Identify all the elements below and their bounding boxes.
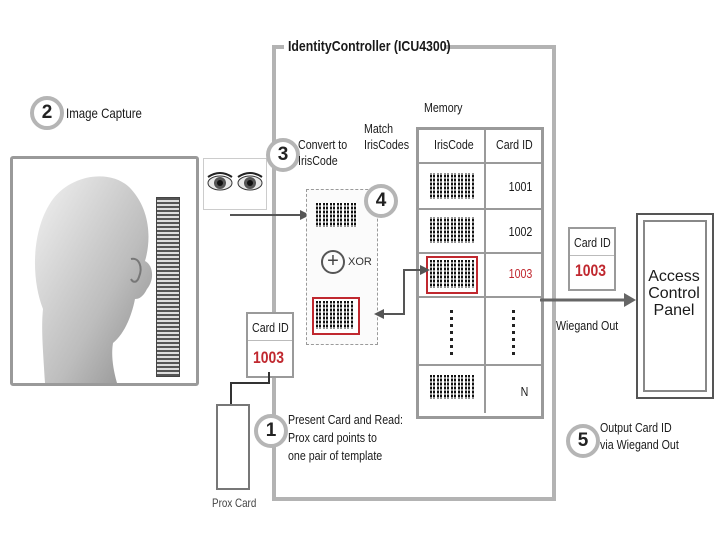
memory-col-cardid: Card ID [496,137,533,152]
step-1-circle: 1 [254,414,288,448]
memory-row-divider [416,208,541,210]
wiegand-label: Wiegand Out [556,318,619,333]
step-3-label-line1: Convert to [298,137,348,152]
step-1-label-line1: Present Card and Read: [288,412,403,427]
acp-line3: Panel [653,302,695,319]
step-2-label: Image Capture [66,105,142,121]
memory-row-divider [416,364,541,366]
acp-line2: Control [648,285,700,302]
memory-cardid-n: N [520,384,529,399]
prox-card-label: Prox Card [212,496,257,510]
card-id-box-right: Card ID 1003 [568,227,616,291]
access-control-panel-label: Access Control Panel [636,268,712,319]
step-1-label-line3: one pair of template [288,448,383,463]
xor-plus-icon: + [321,250,345,274]
iris-camera-device [156,197,180,377]
step-5-label-line1: Output Card ID [600,420,672,435]
controller-frame [272,45,556,501]
memory-row-divider [416,252,541,254]
memory-cardid-3: 1003 [508,266,533,281]
memory-row-highlight [426,256,478,294]
memory-row-divider [416,296,541,298]
memory-cardid-1: 1001 [508,179,533,194]
head-silhouette-icon [34,176,153,383]
step-4-label-line1: Match [364,121,394,136]
memory-ellipsis [512,310,515,356]
card-id-box-left: Card ID 1003 [246,312,294,378]
step-5-label-line2: via Wiegand Out [600,437,679,452]
access-control-panel [636,213,714,399]
controller-frame-top-right [444,45,552,49]
xor-label: XOR [348,256,372,268]
prox-card [216,404,250,490]
step-1-label-line2: Prox card points to [288,430,377,445]
memory-ellipsis [450,310,453,356]
memory-title: Memory [424,100,463,115]
eye-icon [237,172,263,191]
card-id-label-right: Card ID [574,235,611,250]
step-3-label-line2: IrisCode [298,153,338,168]
prox-card-connector [230,382,232,406]
memory-cardid-2: 1002 [508,224,533,239]
eye-icon [207,172,233,191]
wiegand-arrow [540,293,636,307]
card-id-value-right: 1003 [575,261,607,280]
acp-line1: Access [648,268,700,285]
controller-title: IdentityController (ICU4300) [288,38,451,55]
card-id-label-left: Card ID [252,320,289,335]
memory-row-divider [416,162,541,164]
card-id-value-left: 1003 [253,348,285,367]
lookup-arrow [374,265,430,319]
convert-arrow [230,210,310,220]
step-3-circle: 3 [266,138,300,172]
memory-col-iriscode: IrisCode [434,137,474,152]
prox-card-connector [230,382,270,384]
controller-frame-top-left [272,45,284,49]
memory-column-divider [484,127,486,413]
controller-frame-bottom [272,497,552,501]
prox-card-connector [268,372,270,384]
step-2-circle: 2 [30,96,64,130]
step-4-circle: 4 [364,184,398,218]
step-4-label-line2: IrisCodes [364,137,410,152]
captured-eye-images [203,158,267,210]
step-5-circle: 5 [566,424,600,458]
